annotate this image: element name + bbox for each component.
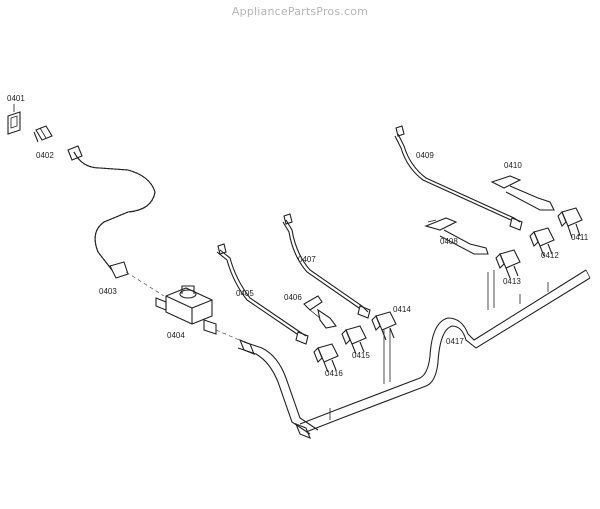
label-0414: 0414 xyxy=(393,305,411,314)
label-0417: 0417 xyxy=(446,337,464,346)
label-0402: 0402 xyxy=(36,151,54,160)
part-0406-orifice[interactable] xyxy=(303,295,337,329)
label-0405: 0405 xyxy=(236,289,254,298)
part-0414-valve[interactable] xyxy=(371,311,397,341)
label-0412: 0412 xyxy=(541,251,559,260)
part-0405-tube[interactable] xyxy=(216,243,309,345)
label-0413: 0413 xyxy=(503,277,521,286)
label-0403: 0403 xyxy=(99,287,117,296)
watermark: AppliancePartsPros.com xyxy=(231,5,369,18)
label-0407: 0407 xyxy=(298,255,316,264)
part-0408-orifice[interactable] xyxy=(424,217,489,255)
part-0417-manifold-rail[interactable] xyxy=(237,269,591,439)
label-0406: 0406 xyxy=(284,293,302,302)
label-0410: 0410 xyxy=(504,161,522,170)
part-0412-valve[interactable] xyxy=(529,227,555,257)
label-0401: 0401 xyxy=(7,94,25,103)
part-0404-regulator[interactable] xyxy=(155,285,217,335)
label-0404: 0404 xyxy=(167,331,185,340)
part-0411-valve[interactable] xyxy=(557,207,583,239)
part-0401-bracket[interactable] xyxy=(7,104,21,135)
part-0415-valve[interactable] xyxy=(341,325,367,355)
part-0402-fitting[interactable] xyxy=(33,125,53,143)
part-0410-orifice[interactable] xyxy=(490,175,555,211)
label-0409: 0409 xyxy=(416,151,434,160)
part-0409-tube[interactable] xyxy=(394,125,523,231)
label-0416: 0416 xyxy=(325,369,343,378)
part-0403-flex-hose[interactable] xyxy=(67,145,156,279)
label-0415: 0415 xyxy=(352,351,370,360)
part-0416-valve[interactable] xyxy=(313,343,339,373)
part-0413-valve[interactable] xyxy=(495,249,521,279)
part-0407-tube[interactable] xyxy=(282,213,371,319)
label-0408: 0408 xyxy=(440,237,458,246)
label-0411: 0411 xyxy=(571,233,589,242)
